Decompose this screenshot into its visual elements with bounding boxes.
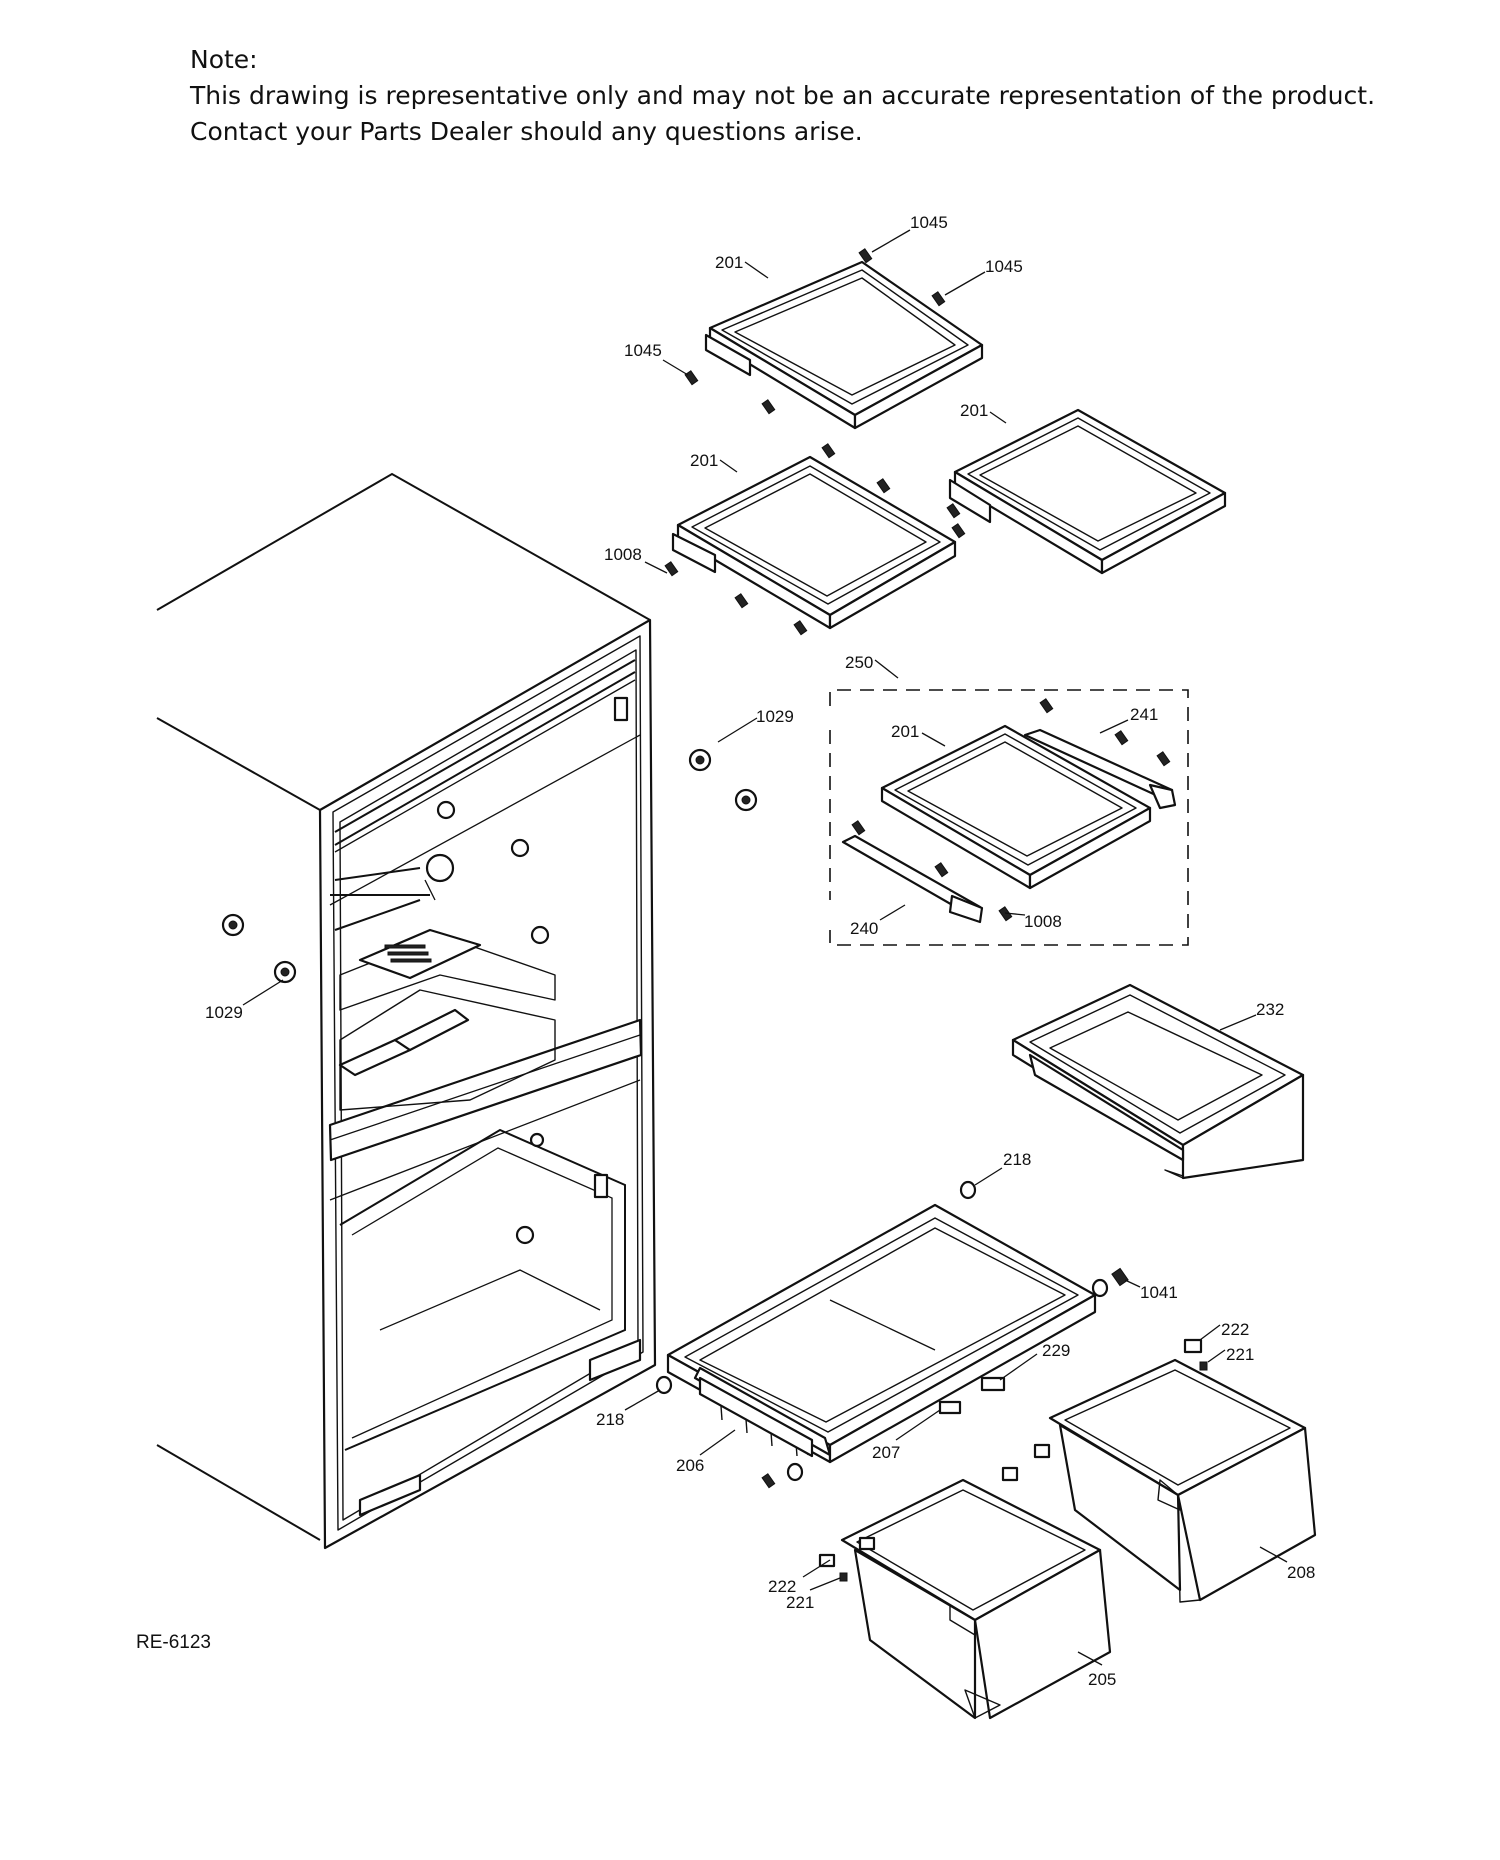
note-line-1: This drawing is representative only and … xyxy=(190,81,1376,110)
callout-201-d: 201 xyxy=(891,722,919,741)
callout-1008-a: 1008 xyxy=(604,545,642,564)
callout-221-a: 221 xyxy=(1226,1345,1254,1364)
callout-1029-b: 1029 xyxy=(205,1003,243,1022)
callout-1008-b: 1008 xyxy=(1024,912,1062,931)
callout-207: 207 xyxy=(872,1443,900,1462)
callout-218-b: 218 xyxy=(596,1410,624,1429)
shelf-201-top xyxy=(704,260,984,430)
callout-218-a: 218 xyxy=(1003,1150,1031,1169)
callout-labels: 1045 1045 1045 201 201 201 201 1008 1008… xyxy=(205,213,1315,1689)
callout-205: 205 xyxy=(1088,1670,1116,1689)
callout-1045-c: 1045 xyxy=(624,341,662,360)
callout-1029-a: 1029 xyxy=(756,707,794,726)
callout-222-b: 222 xyxy=(768,1577,796,1596)
callout-208: 208 xyxy=(1287,1563,1315,1582)
shelf-kit-250 xyxy=(829,689,1189,946)
note-heading: Note: xyxy=(190,45,258,74)
callout-206: 206 xyxy=(676,1456,704,1475)
drawer-208 xyxy=(1048,1358,1317,1603)
hardware-parts xyxy=(221,248,1208,1582)
callout-201-a: 201 xyxy=(715,253,743,272)
callout-222-a: 222 xyxy=(1221,1320,1249,1339)
leader-lines xyxy=(242,229,1288,1666)
refrigerator-cabinet xyxy=(156,472,657,1550)
callout-201-b: 201 xyxy=(960,401,988,420)
callout-201-c: 201 xyxy=(690,451,718,470)
note-line-2: Contact your Parts Dealer should any que… xyxy=(190,117,863,146)
callout-232: 232 xyxy=(1256,1000,1284,1019)
callout-1045-a: 1045 xyxy=(910,213,948,232)
drawer-205 xyxy=(840,1478,1112,1720)
callout-240: 240 xyxy=(850,919,878,938)
callout-229: 229 xyxy=(1042,1341,1070,1360)
drawing-reference: RE-6123 xyxy=(136,1632,211,1653)
callout-221-b: 221 xyxy=(786,1593,814,1612)
pan-cover-206 xyxy=(666,1203,1097,1464)
callout-1041: 1041 xyxy=(1140,1283,1178,1302)
shelf-201-middle-right xyxy=(948,408,1227,575)
callout-1045-b: 1045 xyxy=(985,257,1023,276)
crisper-drawer-232 xyxy=(1011,983,1305,1180)
callout-241: 241 xyxy=(1130,705,1158,724)
shelf-201-middle-left xyxy=(671,455,957,630)
callout-250: 250 xyxy=(845,653,873,672)
disclaimer-note: Note: This drawing is representative onl… xyxy=(190,42,1375,150)
